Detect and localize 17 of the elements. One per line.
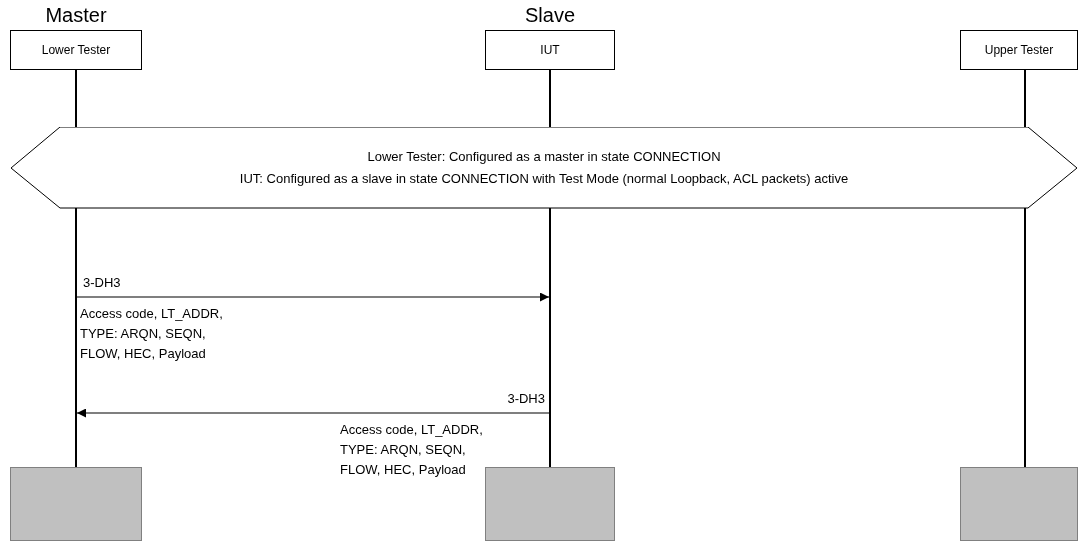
condition-hexagon [10, 127, 1078, 209]
lifeline-box: Upper Tester [960, 30, 1078, 70]
edge-label: 3-DH3 [507, 391, 545, 406]
lifeline-box: Lower Tester [10, 30, 142, 70]
lifeline-box: IUT [485, 30, 615, 70]
condition-text: IUT: Configured as a slave in state CONNECTION with Test Mode (normal Loopback, ACL packets) active [239, 170, 849, 188]
message-note: Access code, LT_ADDR, TYPE: ARQN, SEQN, FLOW, HEC, Payload [80, 305, 224, 363]
message-arrow [76, 292, 550, 302]
lifeline-end-box [10, 467, 142, 541]
message-note: Access code, LT_ADDR, TYPE: ARQN, SEQN, FLOW, HEC, Payload [340, 421, 484, 479]
message-arrow [76, 408, 550, 418]
role-heading: Slave [524, 4, 576, 27]
edge-label: 3-DH3 [83, 275, 121, 290]
lifeline-end-box [485, 467, 615, 541]
condition-text: Lower Tester: Configured as a master in state CONNECTION [367, 148, 721, 166]
role-heading: Master [44, 4, 108, 27]
lifeline-end-box [960, 467, 1078, 541]
